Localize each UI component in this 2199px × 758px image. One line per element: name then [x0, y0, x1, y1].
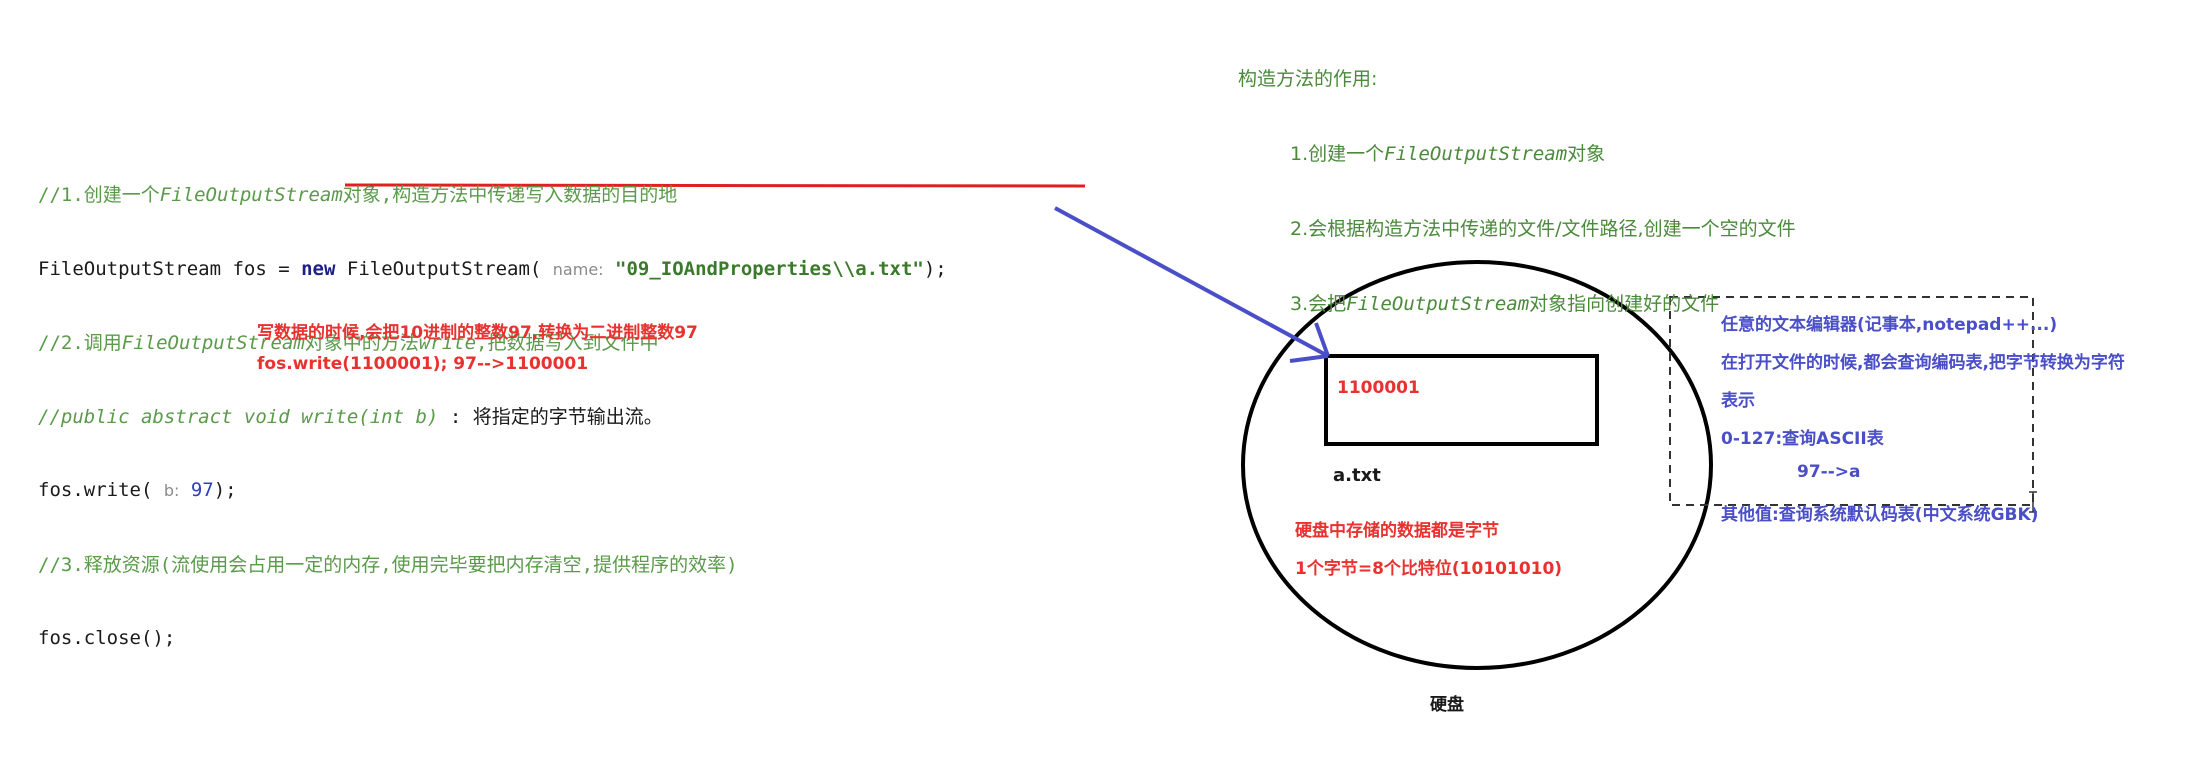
constructor-note-2: 2.会根据构造方法中传递的文件/文件路径,创建一个空的文件 [1290, 218, 1796, 240]
code-block: //1.创建一个FileOutputStream对象,构造方法中传递写入数据的目… [38, 134, 947, 675]
constructor-note-3: 3.会把FileOutputStream对象指向创建好的文件 [1290, 293, 1720, 315]
text-cursor-icon [2029, 491, 2037, 513]
disk-bytes-note: 硬盘中存储的数据都是字节 [1295, 521, 1499, 541]
ascii-example-note: 97-->a [1797, 462, 1861, 482]
editor-note-1: 任意的文本编辑器(记事本,notepad++...) [1721, 315, 2058, 335]
editor-dashed-box [1669, 296, 2034, 506]
editor-note-3: 表示 [1721, 391, 1755, 411]
binary-conversion-note: 写数据的时候,会把10进制的整数97,转换为二进制整数97 [257, 323, 698, 343]
param-hint: name: [552, 259, 604, 279]
code-line-2: FileOutputStream fos = new FileOutputStr… [38, 257, 947, 280]
constructor-note-1: 1.创建一个FileOutputStream对象 [1290, 143, 1606, 165]
code-line-3: //2.调用FileOutputStream对象中的方法write,把数据写入到… [38, 332, 659, 354]
write-binary-note: fos.write(1100001); 97-->1100001 [257, 354, 589, 374]
hard-disk-label: 硬盘 [1430, 695, 1464, 715]
file-content-binary: 1100001 [1337, 378, 1420, 398]
editor-note-2: 在打开文件的时候,都会查询编码表,把字节转换为字符 [1721, 353, 2125, 373]
file-path-string: "09_IOAndProperties\\a.txt" [615, 257, 924, 280]
code-line-4: //public abstract void write(int b) : 将指… [38, 405, 663, 428]
code-line-5: fos.write( b: 97); [38, 479, 237, 501]
code-line-1: //1.创建一个FileOutputStream对象,构造方法中传递写入数据的目… [38, 184, 678, 206]
file-name-label: a.txt [1333, 465, 1381, 486]
blue-arrow-icon [1054, 206, 1330, 363]
param-hint: b: [163, 481, 180, 500]
constructor-notes-title: 构造方法的作用: [1238, 68, 1378, 90]
byte-bits-note: 1个字节=8个比特位(10101010) [1295, 559, 1563, 579]
red-underline [344, 183, 1086, 188]
code-line-6: //3.释放资源(流使用会占用一定的内存,使用完毕要把内存清空,提供程序的效率) [38, 553, 738, 576]
constructor-notes: 构造方法的作用: 1.创建一个FileOutputStream对象 2.会根据构… [1238, 17, 1796, 342]
ascii-range-note: 0-127:查询ASCII表 [1721, 429, 1884, 449]
default-charset-note: 其他值:查询系统默认码表(中文系统GBK) [1721, 505, 2039, 525]
code-line-7: fos.close(); [38, 627, 176, 649]
hard-disk-ellipse [1241, 260, 1713, 670]
file-rectangle [1324, 354, 1599, 446]
